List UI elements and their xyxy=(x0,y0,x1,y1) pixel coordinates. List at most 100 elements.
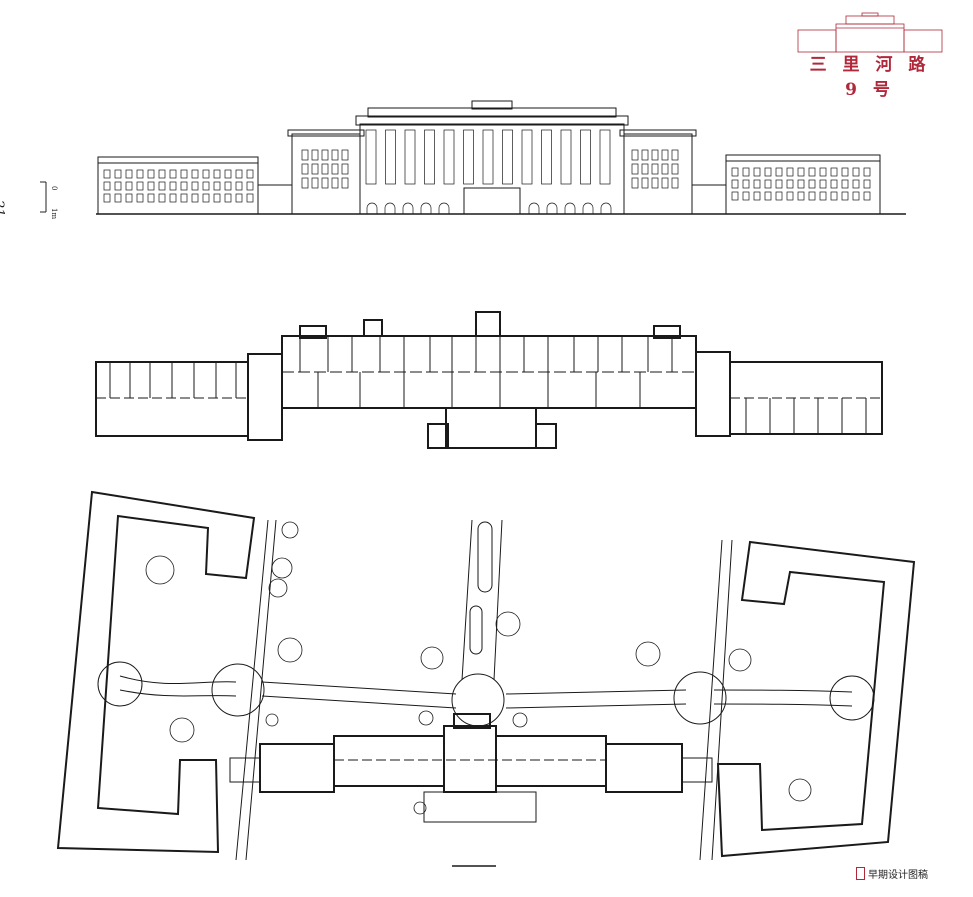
elevation-window xyxy=(224,181,232,191)
elevation-window xyxy=(671,149,679,161)
elevation-window xyxy=(169,181,177,191)
elevation-window xyxy=(136,193,144,203)
elevation-bay xyxy=(502,129,513,185)
elevation-window xyxy=(863,191,871,201)
elevation-window xyxy=(753,191,761,201)
elevation-window xyxy=(841,179,849,189)
tree-icon xyxy=(495,611,521,637)
elevation-window xyxy=(224,193,232,203)
elevation-arch xyxy=(600,202,612,214)
elevation-window xyxy=(661,149,669,161)
elevation-window xyxy=(191,181,199,191)
elevation-window xyxy=(764,167,772,177)
elevation-window xyxy=(103,181,111,191)
elevation-window xyxy=(808,179,816,189)
elevation-window xyxy=(331,177,339,189)
tree-icon xyxy=(268,578,288,598)
elevation-window xyxy=(331,149,339,161)
elevation-window xyxy=(321,149,329,161)
elevation-window xyxy=(213,169,221,179)
elevation-window xyxy=(341,177,349,189)
elevation-window xyxy=(180,169,188,179)
elevation-window xyxy=(830,191,838,201)
site-plan xyxy=(56,490,916,867)
elevation-window xyxy=(180,193,188,203)
elevation-window xyxy=(819,179,827,189)
scale-unit-label: 1m xyxy=(50,208,58,219)
floor-plan xyxy=(95,311,883,449)
elevation-window xyxy=(235,193,243,203)
elevation-window xyxy=(191,169,199,179)
elevation-window xyxy=(731,191,739,201)
elevation-window xyxy=(213,193,221,203)
elevation-arch xyxy=(384,202,396,214)
elevation-window xyxy=(742,167,750,177)
elevation-window xyxy=(147,193,155,203)
elevation-window xyxy=(786,191,794,201)
elevation-window xyxy=(341,163,349,175)
elevation-window xyxy=(169,193,177,203)
elevation-window xyxy=(331,163,339,175)
elevation-window xyxy=(125,193,133,203)
elevation-window xyxy=(631,163,639,175)
elevation-window xyxy=(311,177,319,189)
elevation-window xyxy=(235,169,243,179)
elevation-bay xyxy=(541,129,552,185)
elevation-window xyxy=(764,179,772,189)
elevation-bay xyxy=(365,129,377,185)
elevation-window xyxy=(147,181,155,191)
elevation-window xyxy=(651,149,659,161)
elevation-window xyxy=(830,167,838,177)
elevation-window xyxy=(202,193,210,203)
site-left-building xyxy=(56,490,256,854)
tree-icon xyxy=(418,710,434,726)
elevation-window xyxy=(641,163,649,175)
elevation-arch xyxy=(546,202,558,214)
elevation-window xyxy=(311,149,319,161)
elevation-window xyxy=(808,191,816,201)
logo-building-icon xyxy=(797,12,943,53)
elevation-window xyxy=(235,181,243,191)
elevation-window xyxy=(661,177,669,189)
elevation-window xyxy=(671,163,679,175)
caption: 早期设计图稿 xyxy=(856,866,928,881)
elevation-arch xyxy=(528,202,540,214)
elevation-window xyxy=(103,193,111,203)
tree-icon xyxy=(420,646,444,670)
elevation-window xyxy=(731,179,739,189)
elevation-window xyxy=(202,169,210,179)
elevation-window xyxy=(775,179,783,189)
elevation-window xyxy=(863,167,871,177)
elevation-window xyxy=(191,193,199,203)
elevation-window xyxy=(651,163,659,175)
elevation-window xyxy=(852,179,860,189)
elevation-window xyxy=(202,181,210,191)
elevation-window xyxy=(753,167,761,177)
elevation-window xyxy=(786,167,794,177)
elevation-bay xyxy=(599,129,611,185)
elevation-window xyxy=(852,167,860,177)
elevation-window xyxy=(301,177,309,189)
elevation-bay xyxy=(443,129,455,185)
site-main-building xyxy=(229,713,713,823)
elevation-window xyxy=(753,179,761,189)
elevation-arch xyxy=(438,202,450,214)
elevation-window xyxy=(641,149,649,161)
elevation-window xyxy=(651,177,659,189)
elevation-window xyxy=(246,181,254,191)
elevation-window xyxy=(103,169,111,179)
elevation-window xyxy=(158,193,166,203)
elevation-window xyxy=(863,179,871,189)
elevation-window xyxy=(841,167,849,177)
elevation-bay xyxy=(385,129,396,185)
tree-icon xyxy=(281,521,299,539)
elevation-window xyxy=(641,177,649,189)
elevation-bay xyxy=(560,129,572,185)
elevation-window xyxy=(125,169,133,179)
elevation-window xyxy=(786,179,794,189)
elevation-window xyxy=(136,169,144,179)
elevation-arch xyxy=(582,202,594,214)
elevation-bay xyxy=(463,129,474,185)
tree-icon xyxy=(413,801,427,815)
